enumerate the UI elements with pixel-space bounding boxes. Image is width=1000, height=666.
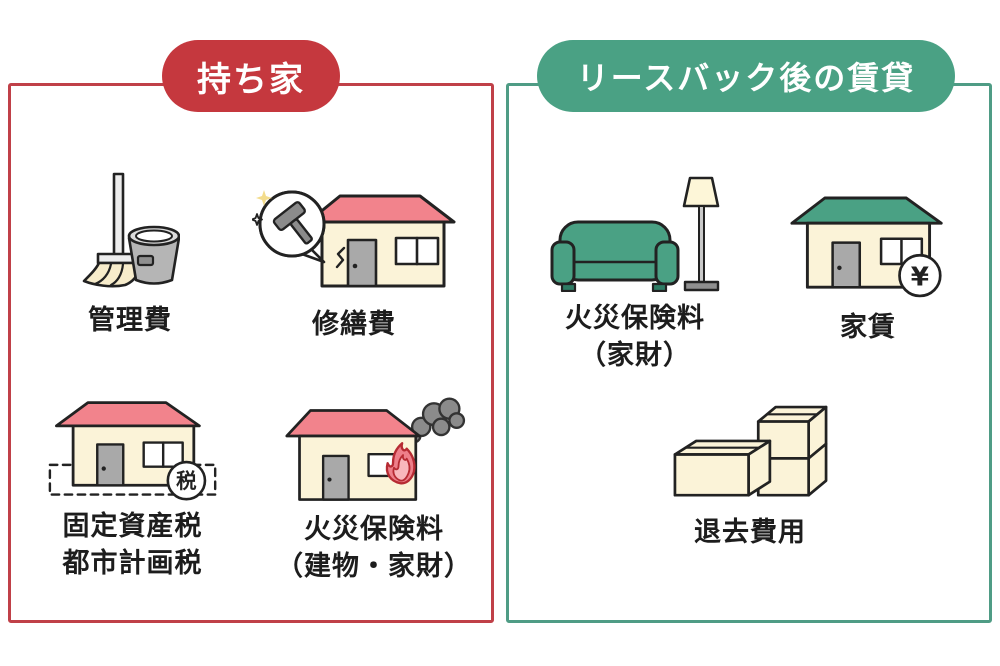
fire-insurance-building-item: 火災保険料 （建物・家財） [272,396,476,586]
property-tax-label: 固定資産税 都市計画税 [62,511,203,580]
owned-home-title: 持ち家 [162,40,340,112]
yen-badge: ¥ [911,262,929,292]
moving-cost-label: 退去費用 [694,517,806,548]
leaseback-title: リースバック後の賃貸 [537,40,955,112]
management-fee-label: 管理費 [88,305,172,336]
tax-badge: 税 [176,469,197,493]
fire-insurance-building-label: 火災保険料 （建物・家財） [276,514,472,583]
burning-house-icon [285,397,466,501]
leaseback-panel [506,83,992,623]
repair-house-icon [251,190,455,288]
moving-boxes-icon [673,405,827,497]
management-fee-item: 管理費 [50,172,210,339]
repair-cost-item: 修繕費 [242,186,466,343]
rent-item: ¥ 家賃 [778,192,958,346]
rent-house-icon: ¥ [790,196,943,298]
owned-home-panel [8,83,494,623]
rent-label: 家賃 [840,312,896,343]
fire-insurance-household-item: 火災保険料 （家財） [545,174,725,375]
repair-cost-label: 修繕費 [312,309,396,340]
fire-insurance-household-label: 火災保険料 （家財） [565,303,705,372]
property-tax-item: 税 固定資産税 都市計画税 [40,398,225,583]
moving-cost-item: 退去費用 [660,404,840,551]
broom-bucket-icon [82,172,180,288]
tax-house-icon: 税 [48,401,216,501]
sofa-lamp-icon [550,176,720,292]
